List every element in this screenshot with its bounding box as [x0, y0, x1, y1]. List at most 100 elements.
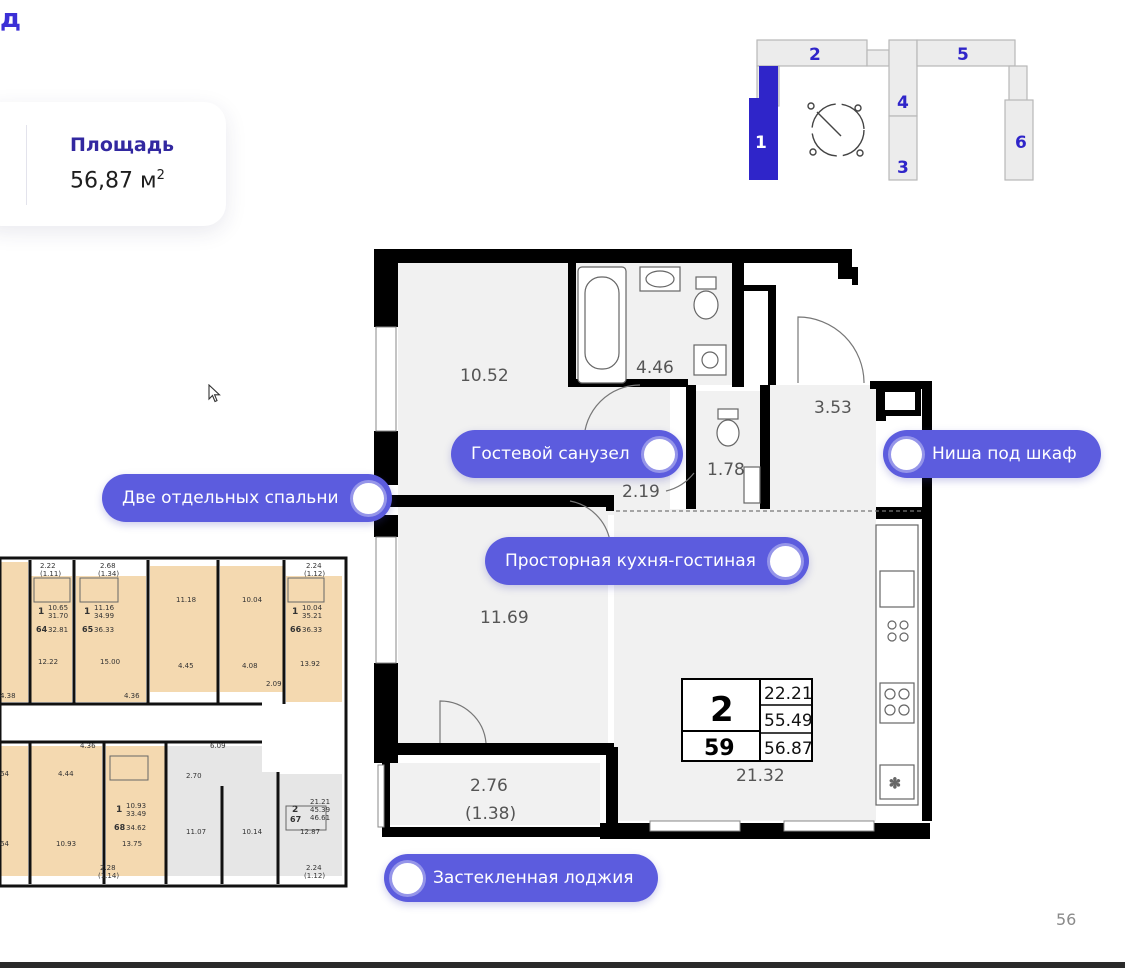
- key-section-1-highlight-top: [759, 66, 778, 102]
- apt-67-number: 67: [290, 815, 301, 824]
- room-label-loggia: 2.76: [470, 776, 508, 796]
- area-value-text: 56,87 м: [70, 168, 157, 194]
- kitchen-counter: ✻: [875, 524, 919, 806]
- key-section-5[interactable]: [916, 39, 1016, 67]
- area-card-divider: [26, 125, 27, 205]
- room-label-bathroom: 4.46: [636, 358, 674, 378]
- callout-marker-icon: [769, 545, 801, 577]
- callout-kitchen-living[interactable]: Просторная кухня-гостиная: [485, 537, 809, 585]
- balcony-label-2-reduced: (1.34): [98, 570, 119, 578]
- callout-guest-bathroom[interactable]: Гостевой санузел: [451, 430, 683, 478]
- apt-66-number: 66: [290, 625, 302, 634]
- fp-room-13: 2.70: [186, 772, 202, 780]
- room-hall: [770, 385, 876, 509]
- apt-64-v1: 10.65: [48, 604, 68, 612]
- fp-room-15: 11.07: [186, 828, 206, 836]
- key-label-5: 5: [957, 45, 969, 65]
- balcony-label-4-reduced: (1.14): [98, 872, 119, 880]
- callout-closet-niche[interactable]: Ниша под шкаф: [883, 430, 1101, 478]
- key-label-6: 6: [1015, 133, 1027, 153]
- balcony-label-3: 2.24: [306, 562, 322, 570]
- fp-room-4: 13.92: [300, 660, 320, 668]
- key-section-4[interactable]: [888, 39, 918, 117]
- fp-room-7: 4.38: [0, 692, 16, 700]
- apt-66-rooms: 1: [292, 607, 298, 617]
- key-label-1: 1: [755, 133, 767, 153]
- apt-68-number: 68: [114, 823, 126, 832]
- balcony-label-1-reduced: (1.11): [40, 570, 61, 578]
- apt-66-v3: 36.33: [302, 626, 322, 634]
- callout-closet-niche-text: Ниша под шкаф: [932, 444, 1077, 464]
- key-section-2[interactable]: [756, 39, 868, 67]
- fp-room-6: 4.08: [242, 662, 258, 670]
- door-bedroom-1: [569, 500, 611, 542]
- washbasin-icon: [639, 266, 681, 292]
- room-label-kitchen-living: 21.32: [736, 766, 785, 786]
- window-kitchen-1: [649, 820, 741, 832]
- fp-room-2: 11.18: [176, 596, 196, 604]
- key-section-6[interactable]: [1004, 99, 1034, 181]
- building-key-plan: 1 2 3 4 5 6: [749, 39, 1034, 181]
- apt-66-v2: 35.21: [302, 612, 322, 620]
- fp-room-17: 12.87: [300, 828, 320, 836]
- callout-marker-icon: [643, 438, 675, 470]
- svg-text:✻: ✻: [889, 776, 901, 792]
- key-label-3: 3: [897, 158, 909, 178]
- room-label-hall: 3.53: [814, 398, 852, 418]
- key-label-4: 4: [897, 93, 909, 113]
- brand-logo-fragment: д: [0, 4, 21, 34]
- compass-icon: [807, 102, 865, 157]
- balcony-label-2: 2.68: [100, 562, 116, 570]
- callout-marker-icon: [352, 482, 384, 514]
- apt-67-v1: 21.21: [310, 798, 330, 806]
- fp-room-18: 10.93: [56, 840, 76, 848]
- door-toilet: [665, 472, 695, 492]
- apt-67-v2: 45.39: [310, 806, 330, 814]
- window-bedroom-2: [375, 536, 397, 664]
- apt-68-rooms: 1: [116, 805, 122, 815]
- fp-room-19: 64: [0, 770, 9, 778]
- apt-65-rooms: 1: [84, 607, 90, 617]
- fp-room-5: 4.45: [178, 662, 194, 670]
- key-section-1-highlight[interactable]: [749, 98, 778, 180]
- apt-67-rooms: 2: [292, 805, 298, 815]
- area-card: [0, 102, 226, 226]
- fp-room-12: 6.09: [210, 742, 226, 750]
- info-living-area: 22.21: [764, 684, 813, 704]
- balcony-label-3-reduced: (1.12): [304, 570, 325, 578]
- fp-room-1: 15.00: [100, 658, 120, 666]
- callout-marker-icon: [891, 438, 922, 470]
- window-bedroom-1: [375, 326, 397, 432]
- apt-64-number: 64: [36, 625, 48, 634]
- washing-machine-icon: [693, 344, 727, 376]
- key-label-2: 2: [809, 45, 821, 65]
- info-total-with-loggia: 56.87: [764, 739, 813, 759]
- fp-room-3: 10.04: [242, 596, 263, 604]
- key-section-connector: [866, 49, 890, 67]
- callout-glazed-loggia-text: Застекленная лоджия: [433, 868, 634, 888]
- bathtub-icon: [577, 266, 627, 384]
- fp-room-14: 13.75: [122, 840, 142, 848]
- room-label-corridor: 2.19: [622, 482, 660, 502]
- window-loggia: [377, 764, 385, 828]
- info-apartment-number: 59: [704, 736, 735, 761]
- callout-glazed-loggia[interactable]: Застекленная лоджия: [384, 854, 658, 902]
- fp-room-8: 4.36: [124, 692, 140, 700]
- area-unit-superscript: 2: [156, 168, 165, 183]
- fp-room-11: 4.44: [58, 770, 74, 778]
- fp-room-16: 10.14: [242, 828, 263, 836]
- callout-two-bedrooms-text: Две отдельных спальни: [122, 488, 339, 508]
- balcony-label-5: 2.24: [306, 864, 322, 872]
- guest-washbasin-icon: [743, 466, 761, 504]
- apt-65-v2: 34.99: [94, 612, 114, 620]
- apartment-info-box: 2 59 22.21 55.49 56.87: [681, 678, 813, 762]
- callout-two-bedrooms[interactable]: Две отдельных спальни: [102, 474, 392, 522]
- area-label: Площадь: [70, 134, 175, 156]
- key-section-3[interactable]: [888, 115, 918, 181]
- apt-65-v3: 36.33: [94, 626, 114, 634]
- apt-65-number: 65: [82, 625, 94, 634]
- callout-guest-bathroom-text: Гостевой санузел: [471, 444, 630, 464]
- room-label-bedroom-1: 10.52: [460, 366, 509, 386]
- callout-kitchen-living-text: Просторная кухня-гостиная: [505, 551, 756, 571]
- window-kitchen-2: [783, 820, 875, 832]
